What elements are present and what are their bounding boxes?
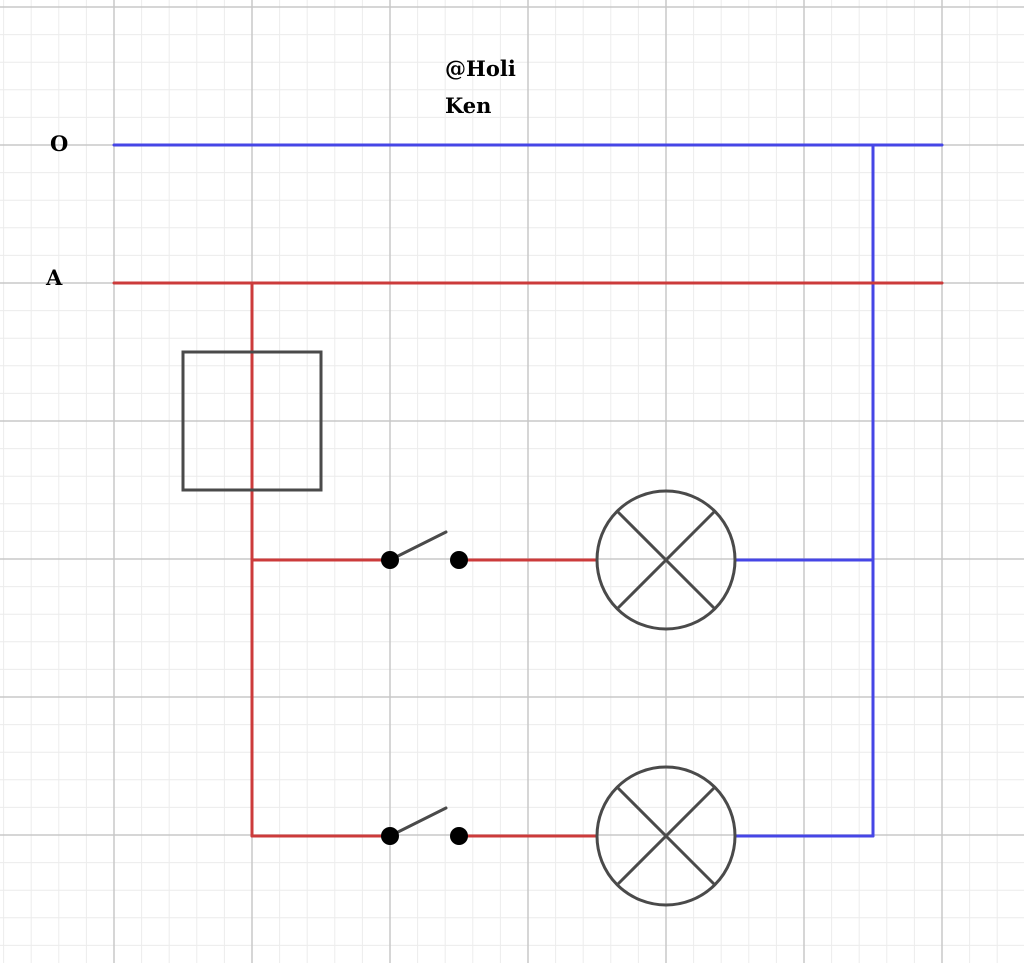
- lamp-2-body: [595, 765, 737, 907]
- rectangle-box: [181, 350, 323, 492]
- phase-line-label: A: [46, 265, 63, 290]
- switch-1-blade: [388, 530, 448, 562]
- switch-2: [381, 806, 468, 845]
- neutral-wiring: [112, 143, 944, 838]
- author-label: @Holi: [445, 56, 516, 81]
- switch-2-blade: [388, 806, 448, 838]
- switch-1-contact-right: [450, 551, 468, 569]
- lamp-2: [595, 765, 737, 907]
- phase-wiring: [112, 281, 944, 838]
- neutral-line-label: O: [50, 131, 69, 156]
- name-label: Ken: [445, 93, 492, 118]
- switch-1: [381, 530, 468, 569]
- lamp-1: [595, 489, 737, 631]
- switch-1-contact-left: [381, 551, 399, 569]
- switch-2-contact-left: [381, 827, 399, 845]
- lamp-1-body: [595, 489, 737, 631]
- lamp-1-cross-b: [615, 509, 717, 611]
- lamp-2-cross-b: [615, 785, 717, 887]
- switch-2-contact-right: [450, 827, 468, 845]
